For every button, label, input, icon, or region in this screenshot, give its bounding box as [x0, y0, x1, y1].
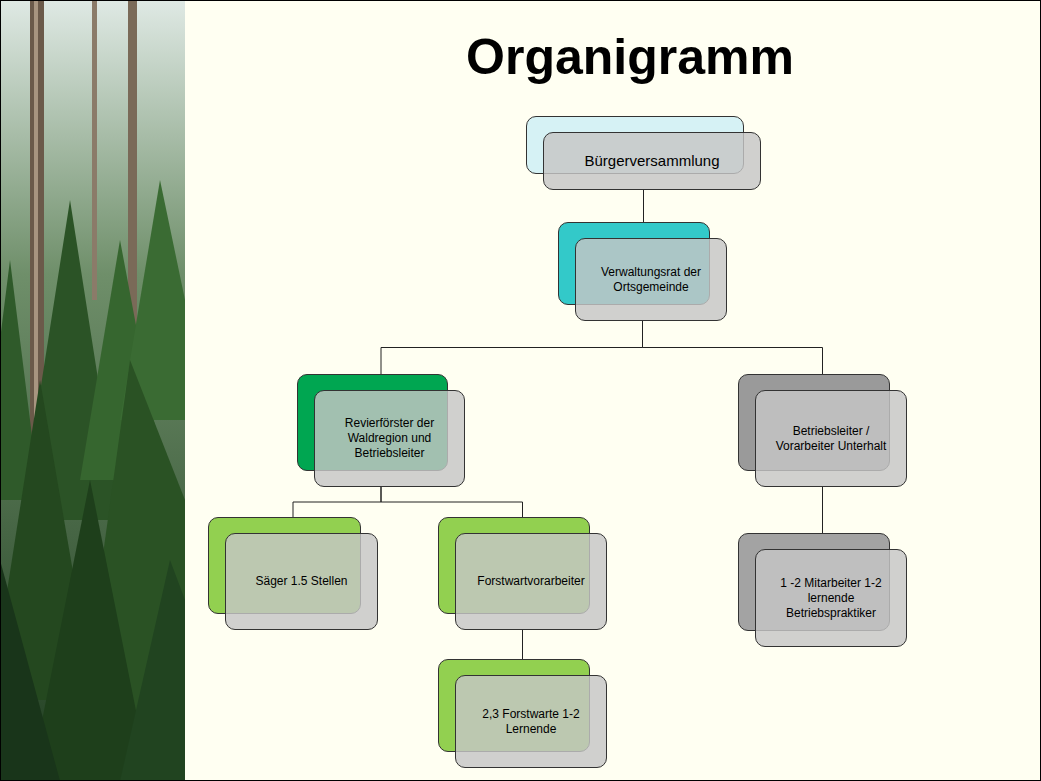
- box-label: Betriebsleiter / Vorarbeiter Unterhalt: [764, 424, 898, 454]
- chart-title: Organigramm: [300, 30, 960, 85]
- box-label: Verwaltungsrat der Ortsgemeinde: [584, 265, 718, 295]
- forest-picture: [0, 0, 185, 781]
- org-box: 2,3 Forstwarte 1-2 Lernende: [455, 675, 607, 768]
- org-box: Säger 1.5 Stellen: [225, 533, 378, 630]
- box-label: 1 -2 Mitarbeiter 1-2 lernende Betriebspr…: [764, 576, 898, 621]
- box-label: Revierförster der Waldregion und Betrieb…: [323, 416, 456, 461]
- forest-strip: [0, 0, 185, 781]
- org-box: Verwaltungsrat der Ortsgemeinde: [575, 238, 727, 321]
- org-box: Revierförster der Waldregion und Betrieb…: [314, 390, 465, 487]
- box-label: Forstwartvorarbeiter: [477, 574, 584, 589]
- box-label: Säger 1.5 Stellen: [255, 574, 347, 589]
- box-label: 2,3 Forstwarte 1-2 Lernende: [464, 707, 598, 737]
- org-box: Betriebsleiter / Vorarbeiter Unterhalt: [755, 390, 907, 487]
- org-box: 1 -2 Mitarbeiter 1-2 lernende Betriebspr…: [755, 549, 907, 647]
- org-box: Forstwartvorarbeiter: [455, 533, 607, 630]
- box-label: Bürgerversammlung: [584, 152, 719, 171]
- org-box: Bürgerversammlung: [543, 132, 761, 190]
